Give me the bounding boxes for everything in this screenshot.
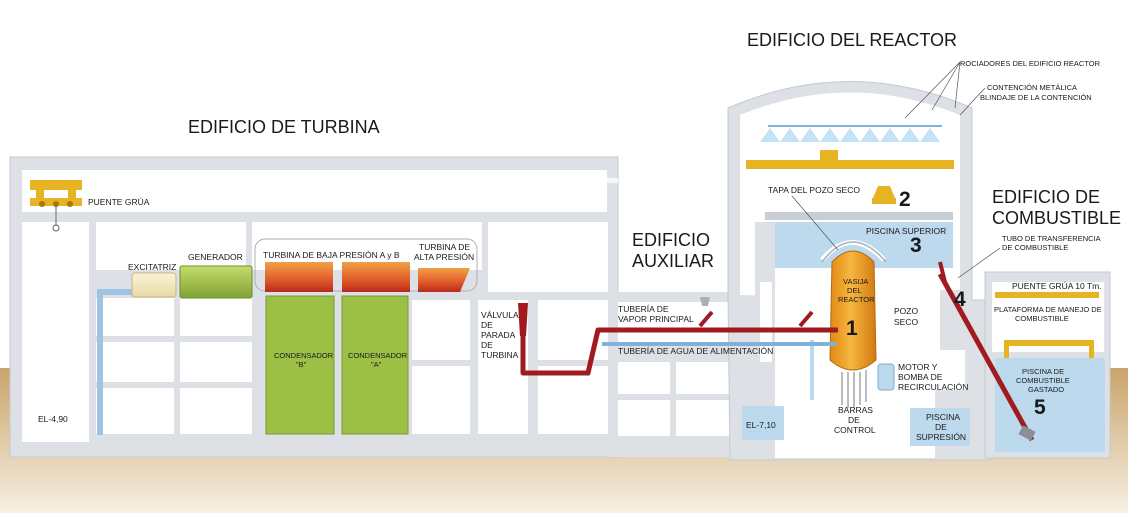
suppression-pool bbox=[910, 408, 970, 446]
label-valve-2: DE bbox=[481, 320, 493, 330]
label-transfer-2: DE COMBUSTIBLE bbox=[1002, 243, 1068, 252]
label-drywell-head: TAPA DEL POZO SECO bbox=[768, 185, 860, 195]
turbine-building-title: EDIFICIO DE TURBINA bbox=[188, 117, 380, 137]
turbine-crane bbox=[30, 180, 82, 232]
label-upper-pool: PISCINA SUPERIOR bbox=[866, 226, 946, 236]
reactor-crane bbox=[746, 160, 954, 169]
condenser-a bbox=[341, 295, 409, 435]
label-condenser-a-1: CONDENSADOR bbox=[348, 351, 408, 360]
reactor-building-title: EDIFICIO DEL REACTOR bbox=[747, 30, 957, 50]
label-rods-1: BARRAS bbox=[838, 405, 873, 415]
fuel-crane bbox=[995, 292, 1099, 298]
marker-4: 4 bbox=[954, 288, 966, 311]
label-feedwater: TUBERÍA DE AGUA DE ALIMENTACIÓN bbox=[618, 346, 773, 356]
condenser-b bbox=[265, 295, 335, 435]
reactor-building bbox=[727, 81, 991, 461]
el-7-pool bbox=[742, 406, 784, 440]
label-steam-2: VAPOR PRINCIPAL bbox=[618, 314, 694, 324]
label-pump-3: RECIRCULACIÓN bbox=[898, 382, 968, 392]
label-spent-pool-1: PISCINA DE bbox=[1022, 367, 1064, 376]
marker-5: 5 bbox=[1034, 396, 1046, 419]
label-vessel-3: REACTOR bbox=[838, 295, 875, 304]
aux-building-title-1: EDIFICIO bbox=[632, 230, 710, 250]
reactor-vessel bbox=[829, 250, 877, 371]
label-containment-2: BLINDAJE DE LA CONTENCIÓN bbox=[980, 93, 1092, 102]
label-drywell-2: SECO bbox=[894, 317, 918, 327]
label-pump-2: BOMBA DE bbox=[898, 372, 943, 382]
label-condenser-b-1: CONDENSADOR bbox=[274, 351, 334, 360]
label-steam-1: TUBERÍA DE bbox=[618, 304, 669, 314]
label-lp-turbine: TURBINA DE BAJA PRESIÓN A y B bbox=[263, 250, 400, 260]
marker-1: 1 bbox=[846, 317, 858, 340]
generator bbox=[179, 265, 253, 299]
label-condenser-b-2: "B" bbox=[296, 360, 307, 369]
label-crane: PUENTE GRÚA bbox=[88, 197, 150, 207]
label-exciter: EXCITATRIZ bbox=[128, 262, 176, 272]
auxiliary-building bbox=[610, 292, 740, 457]
hp-turbine bbox=[418, 268, 470, 292]
label-platform-1: PLATAFORMA DE MANEJO DE bbox=[994, 305, 1102, 314]
label-hp-turbine-1: TURBINA DE bbox=[419, 242, 470, 252]
label-containment-1: CONTENCIÓN METÁLICA bbox=[987, 83, 1077, 92]
label-fuel-crane: PUENTE GRÚA 10 Tm. bbox=[1012, 281, 1102, 291]
label-el-reactor: EL-7,10 bbox=[746, 420, 776, 430]
label-rods-2: DE bbox=[848, 415, 860, 425]
label-spent-pool-3: GASTADO bbox=[1028, 385, 1064, 394]
fuel-building-title-2: COMBUSTIBLE bbox=[992, 208, 1121, 228]
turbine-building bbox=[9, 156, 619, 458]
label-valve-5: TURBINA bbox=[481, 350, 519, 360]
label-platform-2: COMBUSTIBLE bbox=[1015, 314, 1069, 323]
label-hp-turbine-2: ALTA PRESIÓN bbox=[414, 252, 474, 262]
label-valve-1: VÁLVULA bbox=[481, 310, 519, 320]
stop-valve bbox=[518, 303, 528, 336]
label-rods-3: CONTROL bbox=[834, 425, 876, 435]
label-sprinklers: ROCIADORES DEL EDIFICIO REACTOR bbox=[960, 59, 1101, 68]
label-pump-1: MOTOR Y bbox=[898, 362, 938, 372]
main-steam-pipe bbox=[520, 327, 838, 376]
label-suppression-3: SUPRESIÓN bbox=[916, 432, 966, 442]
label-transfer-1: TUBO DE TRANSFERENCIA bbox=[1002, 234, 1101, 243]
label-suppression-1: PISCINA bbox=[926, 412, 960, 422]
label-vessel-2: DEL bbox=[847, 286, 862, 295]
fuel-transfer-tube bbox=[937, 272, 1035, 442]
label-suppression-2: DE bbox=[935, 422, 947, 432]
label-spent-pool-2: COMBUSTIBLE bbox=[1016, 376, 1070, 385]
label-drywell-1: POZO bbox=[894, 306, 918, 316]
lp-turbine-b bbox=[265, 262, 333, 292]
marker-2: 2 bbox=[899, 188, 911, 211]
fuel-building-title-1: EDIFICIO DE bbox=[992, 187, 1100, 207]
label-el-turbine: EL-4,90 bbox=[38, 414, 68, 424]
label-condenser-a-2: "A" bbox=[371, 360, 382, 369]
exciter bbox=[131, 272, 177, 298]
label-valve-4: DE bbox=[481, 340, 493, 350]
label-vessel-1: VASIJA bbox=[843, 277, 868, 286]
label-generator: GENERADOR bbox=[188, 252, 243, 262]
marker-3: 3 bbox=[910, 234, 922, 257]
aux-building-title-2: AUXILIAR bbox=[632, 251, 714, 271]
label-valve-3: PARADA bbox=[481, 330, 516, 340]
fuel-building bbox=[984, 271, 1111, 459]
lp-turbine-a bbox=[342, 262, 410, 292]
